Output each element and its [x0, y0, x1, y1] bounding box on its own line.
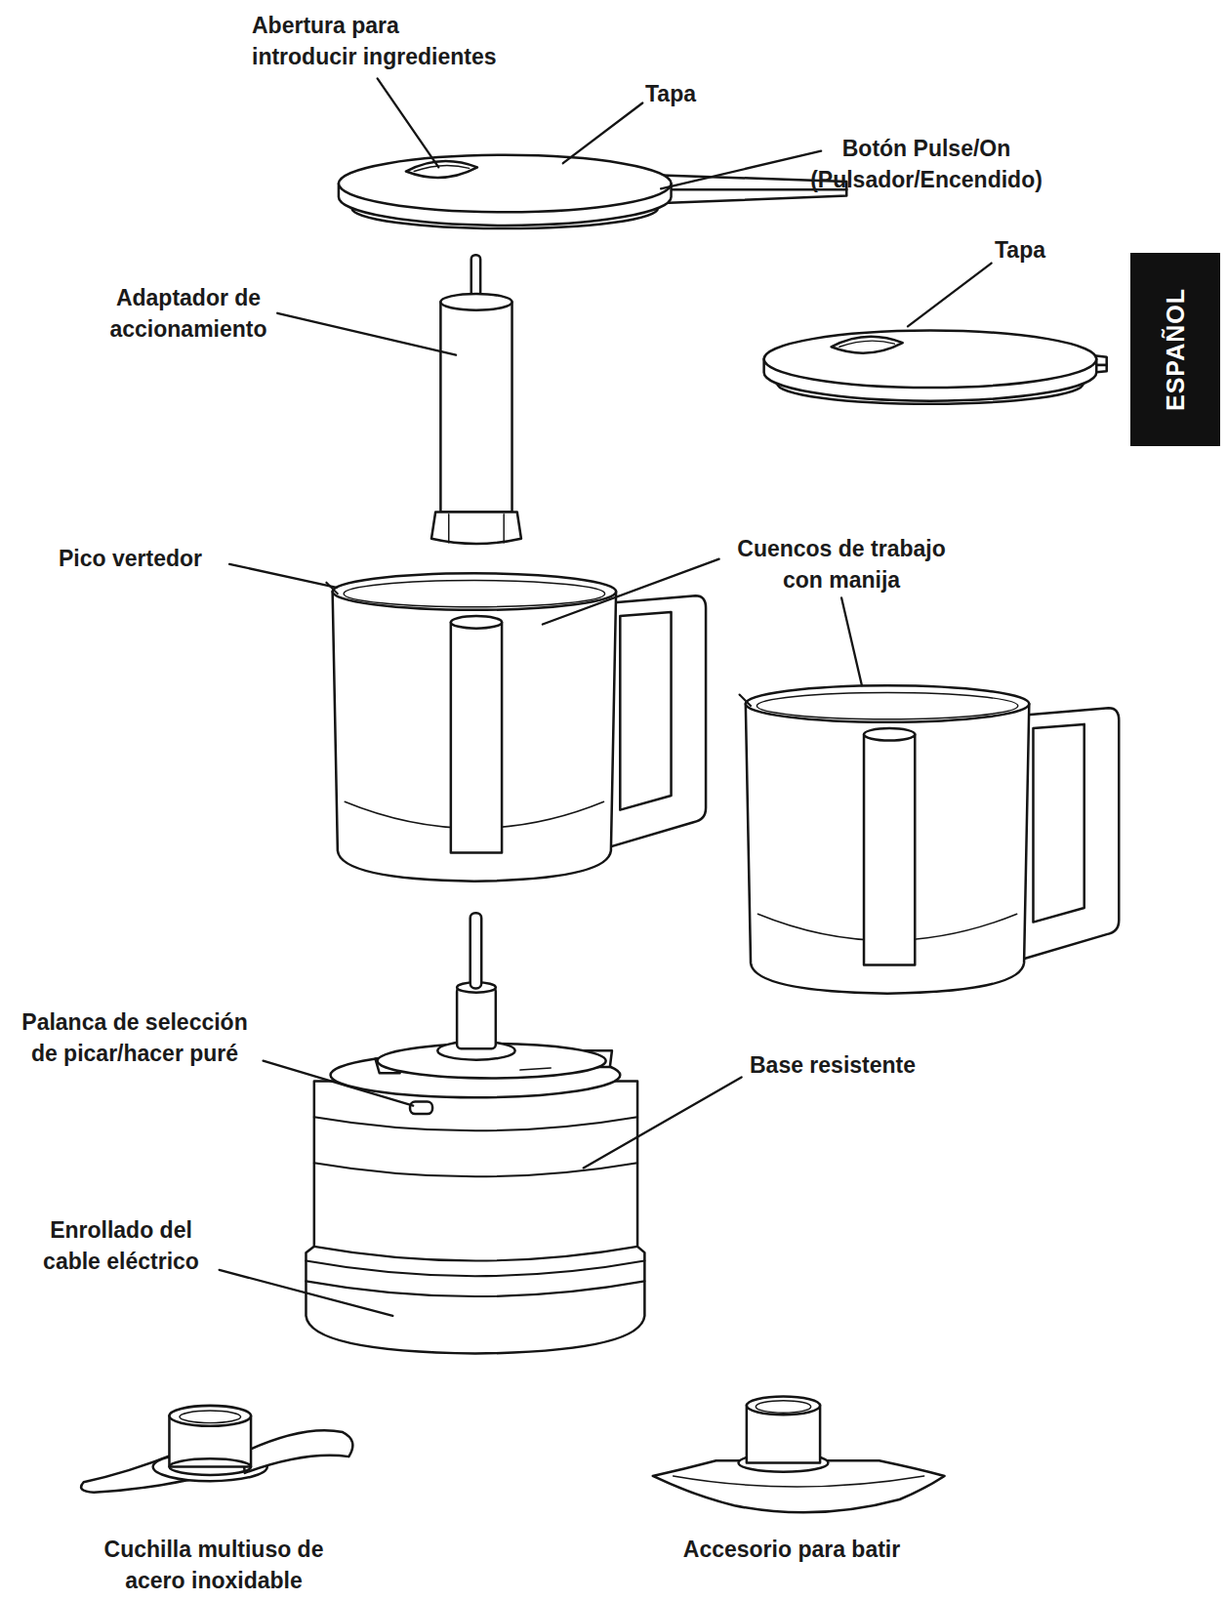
label-line: Accesorio para batir	[683, 1533, 900, 1565]
label-line: Cuchilla multiuso de	[104, 1533, 325, 1565]
part-label: Pico vertedor	[58, 542, 203, 574]
part-label: Cuencos de trabajo con manija	[736, 532, 945, 596]
label-line: de picar/hacer puré	[21, 1037, 247, 1069]
label-line: Palanca de selección	[21, 1006, 247, 1038]
label-line: (Pulsador/Encendido)	[810, 163, 1043, 196]
label-line: cable eléctrico	[42, 1245, 200, 1277]
label-line: Tapa	[645, 78, 696, 110]
part-label: Palanca de selección de picar/hacer puré	[21, 1006, 247, 1069]
label-line: Botón Pulse/On	[810, 132, 1043, 164]
label-line: Cuencos de trabajo	[736, 532, 945, 565]
label-line: Adaptador de	[109, 282, 267, 314]
label-line: Tapa	[994, 234, 1046, 266]
label-line: Pico vertedor	[58, 542, 203, 574]
part-label: Accesorio para batir	[683, 1533, 900, 1565]
language-tab: ESPAÑOL	[1130, 252, 1221, 447]
label-line: accionamiento	[109, 313, 267, 345]
part-label: Base resistente	[749, 1049, 916, 1081]
tab-text: ESPAÑOL	[1161, 287, 1190, 411]
label-line: Base resistente	[749, 1049, 916, 1081]
part-label: Tapa	[645, 78, 696, 110]
part-label: Abertura para introducir ingredientes	[251, 9, 496, 73]
label-line: con manija	[736, 564, 945, 596]
part-label: Adaptador de accionamiento	[109, 282, 267, 345]
part-label: Tapa	[994, 234, 1046, 266]
label-line: acero inoxidable	[104, 1564, 325, 1596]
label-line: introducir ingredientes	[251, 40, 496, 73]
label-line: Abertura para	[251, 9, 496, 41]
part-label: Cuchilla multiuso de acero inoxidable	[104, 1533, 325, 1596]
part-label: Enrollado del cable eléctrico	[42, 1214, 200, 1277]
part-label: Botón Pulse/On (Pulsador/Encendido)	[810, 132, 1043, 196]
label-line: Enrollado del	[42, 1214, 200, 1246]
